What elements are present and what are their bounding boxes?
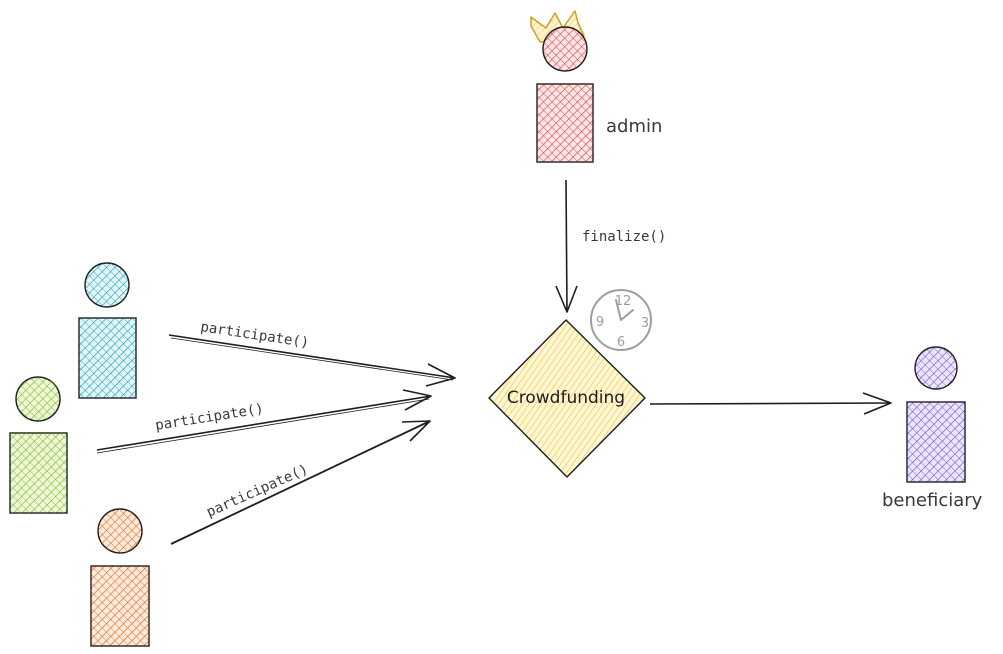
crowdfunding-diamond <box>488 319 646 478</box>
crowdfunding-label: Crowdfunding <box>507 388 625 408</box>
clock-number-12: 12 <box>615 294 632 309</box>
participate-edge-3[interactable]: participate() <box>170 420 431 545</box>
crowdfunding-node[interactable]: Crowdfunding <box>488 319 646 478</box>
clock-icon: 12 3 6 9 <box>590 289 652 351</box>
beneficiary-actor[interactable]: beneficiary <box>882 346 983 511</box>
beneficiary-label: beneficiary <box>882 490 983 511</box>
finalize-edge[interactable]: finalize() <box>555 179 666 313</box>
payout-edge[interactable] <box>649 392 892 415</box>
clock-number-9: 9 <box>596 315 604 330</box>
participant-actor-orange[interactable] <box>90 508 150 647</box>
participate-edge-1[interactable]: participate() <box>168 319 456 387</box>
participate-label-2: participate() <box>154 401 265 434</box>
clock-number-3: 3 <box>641 316 649 331</box>
participate-label-3: participate() <box>204 461 311 520</box>
admin-actor[interactable]: admin <box>530 10 662 163</box>
clock-number-6: 6 <box>617 335 625 350</box>
participant-actor-blue[interactable] <box>78 262 137 399</box>
admin-label: admin <box>606 116 662 137</box>
finalize-label: finalize() <box>582 229 666 245</box>
participant-actor-green[interactable] <box>9 376 68 514</box>
participate-label-1: participate() <box>199 319 310 351</box>
